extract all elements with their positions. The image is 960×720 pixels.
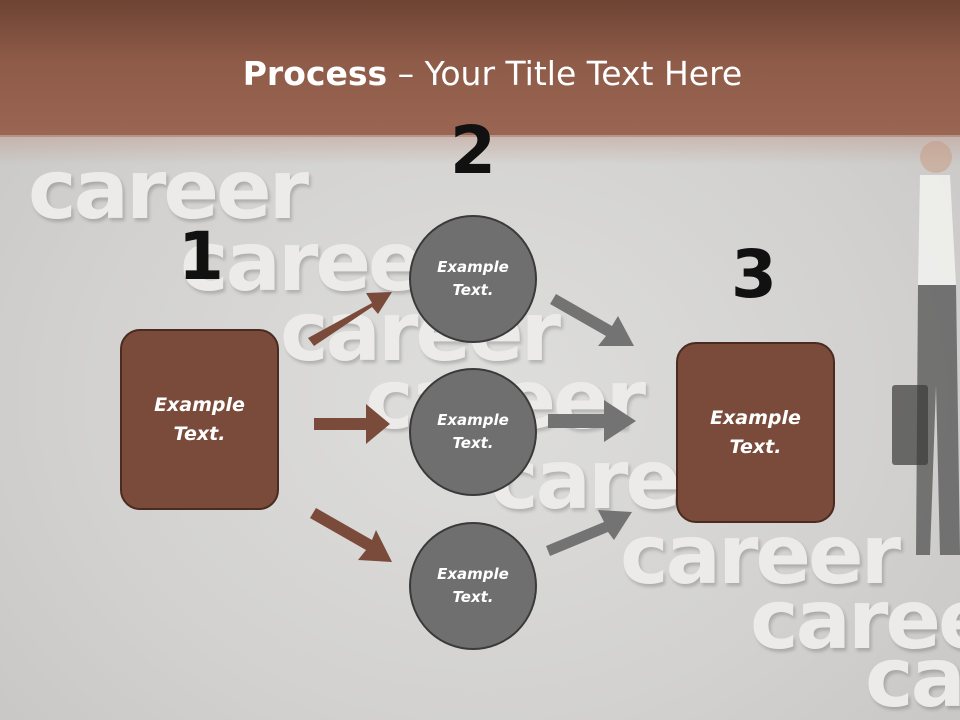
circle-top[interactable]: Example Text.: [409, 215, 537, 343]
arrow-gray-down-right: [550, 294, 634, 346]
circle-bottom-line1: Example: [437, 565, 509, 583]
left-box-line1: Example: [154, 393, 245, 416]
right-box-line1: Example: [710, 406, 801, 429]
gray-arrows: [546, 294, 636, 556]
arrow-down-right: [310, 508, 392, 562]
bg-word: career: [865, 631, 960, 720]
bg-word: career: [750, 573, 960, 668]
arrow-gray-right: [548, 400, 636, 442]
circle-top-line2: Text.: [452, 281, 494, 299]
step-number-2: 2: [450, 112, 496, 189]
right-step-box[interactable]: Example Text.: [676, 342, 835, 523]
circle-top-line1: Example: [437, 258, 509, 276]
title-rest: – Your Title Text Here: [387, 54, 743, 93]
businesswoman-figure: [892, 141, 960, 555]
left-step-box[interactable]: Example Text.: [120, 329, 279, 510]
circle-bottom-line2: Text.: [452, 588, 494, 606]
step-number-1: 1: [178, 218, 224, 295]
title-bar: [0, 0, 960, 135]
bg-word: career: [620, 508, 901, 603]
circle-middle-line2: Text.: [452, 434, 494, 452]
circle-middle[interactable]: Example Text.: [409, 368, 537, 496]
arrow-right: [314, 404, 390, 444]
title-bold: Process: [242, 54, 388, 93]
brown-arrows: [308, 292, 392, 562]
step-number-3: 3: [731, 236, 777, 313]
arrow-up-right: [308, 292, 392, 346]
title-bar-shadow: [0, 135, 960, 165]
right-box-line2: Text.: [729, 435, 782, 458]
bg-word: career: [28, 143, 309, 238]
circle-middle-line1: Example: [437, 411, 509, 429]
slide-title: Process – Your Title Text Here: [0, 54, 960, 93]
arrow-gray-up-right: [546, 510, 632, 556]
circle-bottom[interactable]: Example Text.: [409, 522, 537, 650]
left-box-line2: Text.: [173, 422, 226, 445]
